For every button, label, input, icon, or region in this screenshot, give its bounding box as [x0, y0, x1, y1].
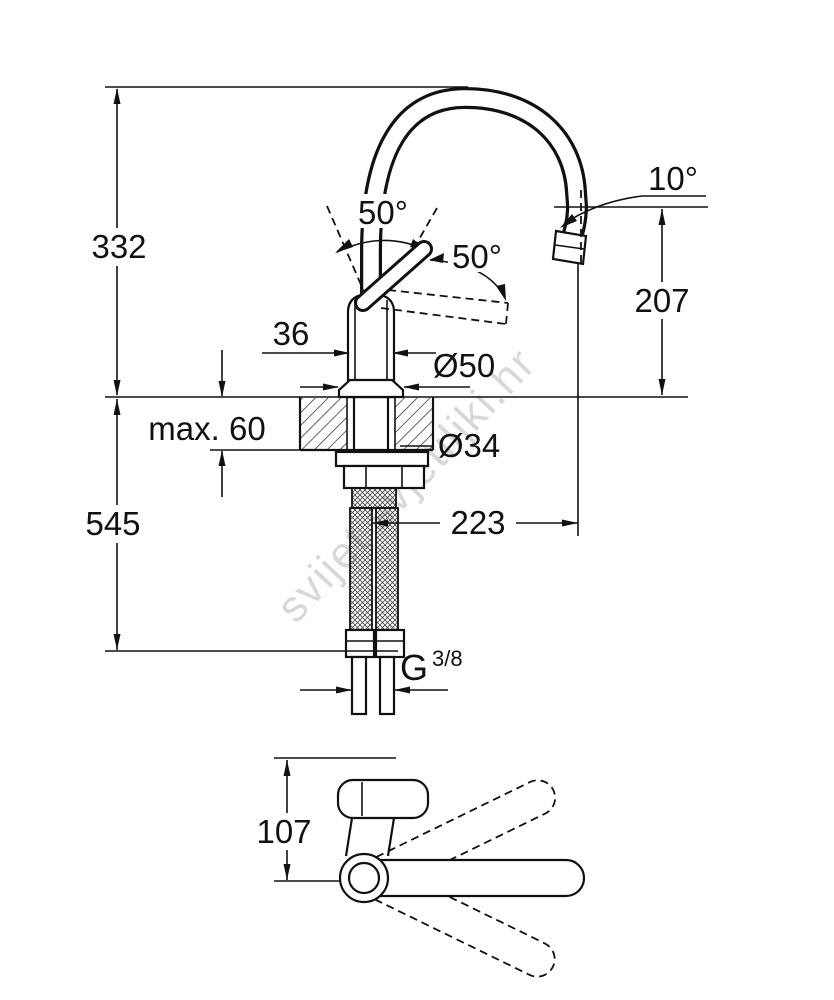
- lever-dashed-cap: [505, 302, 509, 325]
- dim-g38: G 3/8: [300, 646, 463, 694]
- dim-max60: max. 60: [144, 350, 270, 497]
- hose-left: [349, 507, 373, 631]
- body-profile-right: [386, 817, 396, 857]
- hose-tube-left: [350, 655, 368, 716]
- dim-10deg-label: 10°: [648, 160, 698, 197]
- lever-position-up: [364, 779, 556, 895]
- swivel-arc-arrow-bottom: [496, 284, 506, 301]
- dim-223-label: 223: [450, 504, 505, 541]
- pivot-circle-inner: [347, 861, 381, 895]
- dim-545-label: 545: [85, 505, 140, 542]
- dim-207-label: 207: [634, 282, 689, 319]
- counter-hatch-right: [395, 398, 432, 450]
- spout-section: [336, 778, 430, 820]
- dim-10deg: 10°: [560, 160, 706, 264]
- mounting-nut: [342, 464, 426, 490]
- dim-50deg-swivel: 50°: [448, 238, 506, 275]
- dim-332: 332: [84, 88, 154, 396]
- threaded-shank: [351, 487, 397, 509]
- lift-arc-arrow-left: [335, 239, 353, 253]
- spout-inner: [363, 90, 585, 300]
- faucet-front-view: [298, 86, 589, 716]
- dim-50deg-lift-label: 50°: [358, 194, 408, 231]
- swivel-arc-arrow-top: [429, 253, 444, 263]
- lift-construction-left: [326, 205, 366, 295]
- body-profile-left: [344, 817, 354, 857]
- dim-dia50-label: Ø50: [433, 347, 495, 384]
- dim-50deg-lift: 50°: [354, 194, 412, 231]
- lever-dashed-top: [387, 289, 509, 304]
- dim-50deg-swivel-label: 50°: [452, 238, 502, 275]
- lever-side: [360, 858, 586, 898]
- dim-36: 36: [262, 315, 436, 357]
- faucet-side-view: [336, 778, 586, 978]
- dim-g38-size: 3/8: [432, 646, 463, 671]
- base-flange: [337, 378, 405, 399]
- dim-545: 545: [78, 399, 148, 650]
- dim-dia34-label: Ø34: [438, 427, 500, 464]
- pivot-circle-outer: [338, 852, 390, 904]
- dim-g38-prefix: G: [400, 647, 428, 688]
- dim-max60-label: max. 60: [148, 410, 265, 447]
- mounting-plate: [334, 450, 430, 468]
- hose-tube-right: [378, 655, 396, 716]
- lever-dashed-bottom: [380, 307, 507, 325]
- dim-107: 107: [252, 757, 396, 882]
- dim-36-label: 36: [273, 315, 310, 352]
- dim-dia34: Ø34: [400, 427, 500, 464]
- dim-107-label: 107: [256, 813, 311, 850]
- aerator-line: [554, 244, 585, 250]
- lever-position-down: [363, 861, 556, 978]
- dim-207: 207: [626, 209, 698, 395]
- dim-332-label: 332: [91, 228, 146, 265]
- hose-nut-left: [344, 628, 376, 659]
- hose-nut-right: [374, 628, 406, 659]
- lever-fill: [357, 243, 430, 309]
- dim-dia50: Ø50: [300, 347, 495, 391]
- hose-right: [375, 507, 399, 631]
- dim-223: 223: [372, 504, 578, 541]
- counter-hatch-left: [301, 398, 347, 450]
- dimension-annotations: 332 545 max. 60 36: [78, 86, 708, 882]
